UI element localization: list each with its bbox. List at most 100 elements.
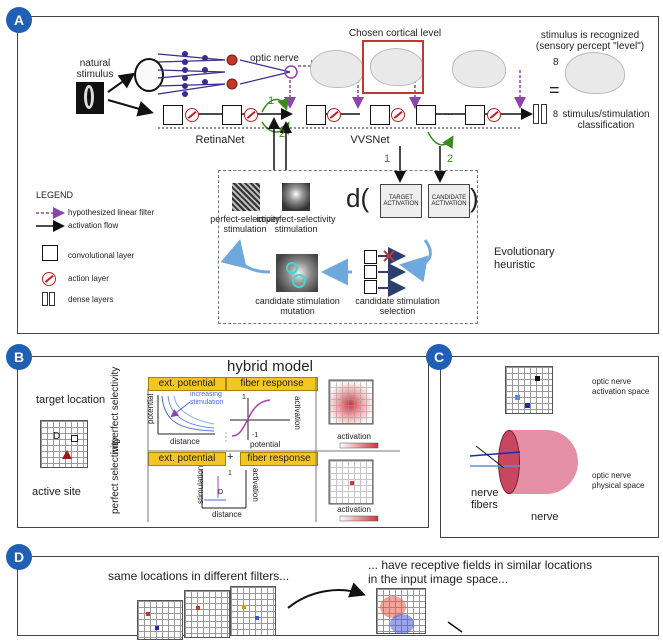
- d-small-label: D: [218, 489, 224, 496]
- one-b-label: 1: [228, 470, 232, 477]
- action-layer-3: [327, 108, 341, 122]
- imperfect-selectivity-label: imperfect-selectivity: [256, 214, 336, 224]
- retinanet-label: RetinaNet: [195, 134, 245, 146]
- filter-grid-2: [184, 590, 230, 638]
- classification-line-1: stimulus/stimulation: [562, 109, 650, 120]
- classification-line-2: classification: [577, 120, 635, 131]
- brain-it: [452, 50, 506, 88]
- legend-title: LEGEND: [36, 190, 74, 200]
- action-layer-1: [185, 108, 199, 122]
- filter-point-blue-2: [255, 616, 259, 620]
- selection-label: candidate stimulation: [355, 296, 440, 306]
- electrode-grid: [40, 420, 88, 468]
- active-site-label: active site: [32, 486, 81, 498]
- action-layer-4: [391, 108, 405, 122]
- fiber-response-header-2: fiber response: [240, 452, 318, 466]
- evolutionary-heuristic-label: Evolutionary: [494, 246, 555, 258]
- stimulus-recognized-label: stimulus is recognized: [540, 30, 640, 41]
- legend-item-filter: hypothesized linear filter: [68, 208, 155, 217]
- equals-sign: =: [549, 80, 560, 100]
- filter-point-orange: [242, 605, 246, 609]
- activation-point-blue: [515, 395, 520, 400]
- mutation-marker-2: [292, 274, 306, 288]
- legend-dense-icon-a: [42, 292, 48, 306]
- chosen-level-box: [362, 40, 424, 94]
- target-location-marker: [71, 435, 78, 442]
- legend-item-flow: activation flow: [68, 221, 119, 230]
- receptive-fields-label-2: in the input image space...: [368, 572, 509, 586]
- evolutionary-heuristic-label-2: heuristic: [494, 259, 535, 271]
- minus-one-label: -1: [252, 432, 259, 439]
- step-2-label: 2: [279, 128, 286, 140]
- legend-item-dense: dense layers: [68, 295, 114, 304]
- nerve-cylinder-face: [498, 430, 520, 494]
- imperfect-selectivity-label-2: stimulation: [274, 224, 318, 234]
- chosen-cortical-level-label: Chosen cortical level: [348, 28, 442, 39]
- brain-v1: [310, 50, 364, 88]
- target-activation-box: TARGET ACTIVATION: [380, 184, 422, 218]
- digit-eight: [84, 85, 94, 109]
- optic-nerve-label: optic nerve: [250, 53, 299, 64]
- filter-point-red-2: [196, 606, 200, 610]
- vvsnet-label: VVSNet: [350, 134, 390, 146]
- distance-axis-label-2: distance: [212, 510, 242, 519]
- output-digit: 8: [553, 109, 559, 119]
- filter-grid-3: [230, 586, 276, 636]
- distance-function-close: ): [470, 183, 479, 213]
- one-label: 1: [242, 394, 246, 401]
- panel-b-badge: B: [6, 344, 32, 370]
- evolutionary-box: [218, 170, 478, 324]
- hybrid-model-title: hybrid model: [227, 358, 313, 375]
- natural-stimulus-image: [76, 82, 104, 114]
- mutation-label: candidate stimulation: [255, 296, 340, 306]
- mutation-label-2: mutation: [280, 306, 315, 316]
- potential-axis-label-2: potential: [250, 440, 281, 449]
- activation-point-black: [535, 376, 540, 381]
- sensory-percept-label: (sensory percept "level"): [535, 41, 645, 52]
- imperfect-stim-image: [282, 183, 310, 211]
- legend-item-conv: convolutional layer: [68, 251, 135, 260]
- percept-digit: 8: [553, 57, 559, 68]
- ext-potential-header: ext. potential: [148, 377, 226, 391]
- d-label: D: [53, 431, 61, 442]
- legend-action-icon: [42, 272, 56, 286]
- distance-function-open: d(: [346, 183, 370, 213]
- brain-chosen: [370, 48, 424, 86]
- mutation-image: [276, 254, 318, 292]
- nerve-fibers-label: nerve: [471, 487, 499, 499]
- ellipsis: ...: [444, 106, 454, 118]
- conv-layer-4: [366, 105, 390, 130]
- fiber-response-header: fiber response: [226, 377, 318, 391]
- panel-d: [17, 556, 659, 636]
- perfect-stim-image: [232, 183, 260, 211]
- step-1b-label: 1: [384, 153, 391, 165]
- step-1-label: 1: [268, 95, 275, 107]
- legend-item-action: action layer: [68, 274, 109, 283]
- receptive-field-blue: [390, 614, 414, 634]
- selection-stack: [364, 250, 377, 294]
- filter-point-blue: [155, 626, 159, 630]
- candidate-activation-box: CANDIDATE ACTIVATION: [428, 184, 470, 218]
- perfect-selectivity-label: perfect-selectivity: [210, 214, 280, 224]
- activation-space-label: optic nerve: [592, 377, 632, 386]
- natural-stimulus-label: natural stimulus: [76, 58, 114, 80]
- panel-a-badge: A: [6, 7, 32, 33]
- step-2b-label: 2: [447, 153, 454, 165]
- selection-label-2: selection: [379, 306, 416, 316]
- dense-layer-2: [541, 104, 547, 124]
- activation-grid-1: [329, 380, 373, 424]
- perfect-selectivity-label-2: stimulation: [223, 224, 267, 234]
- physical-space-label-2: physical space: [592, 481, 645, 490]
- distance-axis-label: distance: [170, 437, 200, 446]
- activation-bar-label-2: activation: [337, 505, 371, 514]
- same-locations-label: same locations in different filters...: [108, 569, 290, 583]
- filter-point-red: [146, 612, 150, 616]
- mutation-marker: [286, 262, 298, 274]
- receptive-field-red: [380, 596, 406, 618]
- panel-d-badge: D: [6, 544, 32, 570]
- activation-point-navy: [525, 403, 530, 408]
- activation-space-label-2: activation space: [592, 387, 650, 396]
- legend-dense-icon-b: [49, 292, 55, 306]
